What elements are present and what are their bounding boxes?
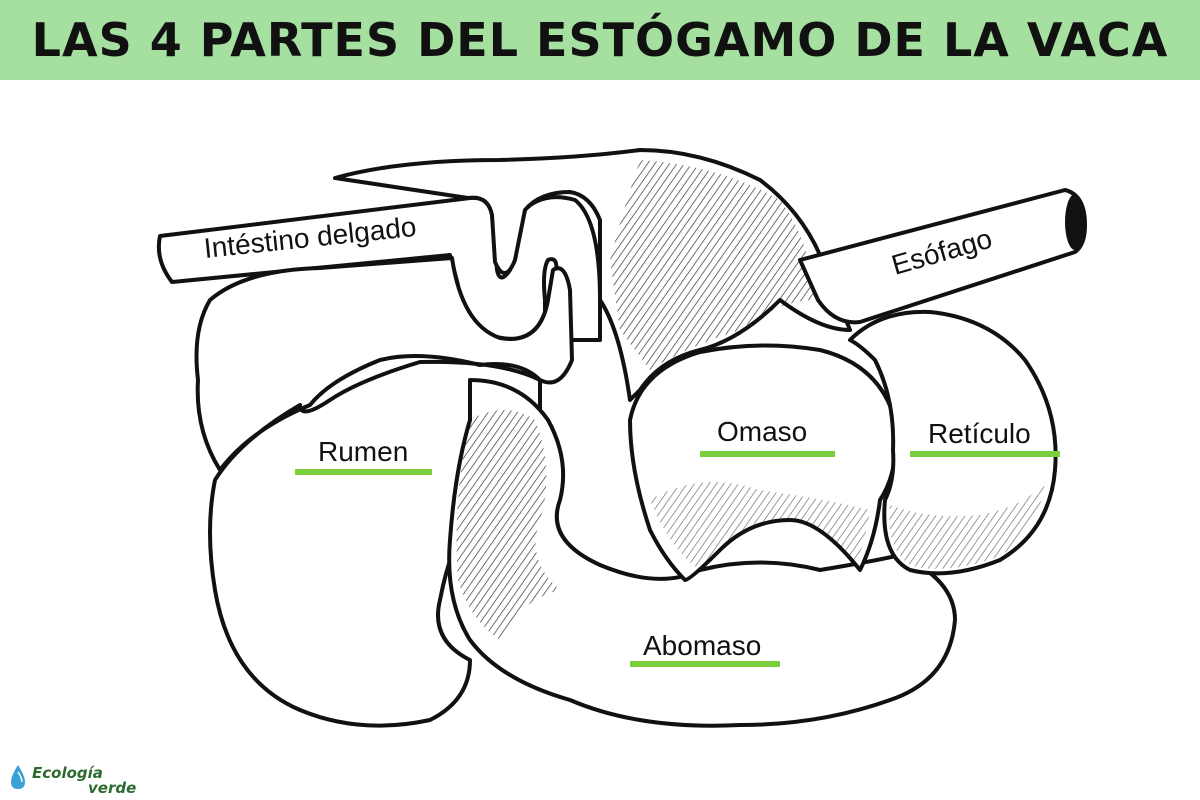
reticulo-shape <box>848 309 1058 576</box>
logo-text-ecologia: Ecología <box>32 764 103 782</box>
ecologia-verde-logo: Ecología verde <box>8 760 148 798</box>
label-omaso: Omaso <box>717 416 807 447</box>
abomaso-shape <box>447 378 957 728</box>
rumen-shape <box>194 256 574 728</box>
reticulo-shading <box>889 480 1045 569</box>
omaso-shading <box>650 482 870 570</box>
title-bar: LAS 4 PARTES DEL ESTÓGAMO DE LA VACA <box>0 0 1200 80</box>
logo-text-verde: verde <box>88 779 137 797</box>
abomaso-shading <box>456 410 560 640</box>
upper-shading <box>610 160 815 370</box>
water-drop-icon <box>11 765 25 789</box>
esophagus-opening <box>1065 194 1085 250</box>
label-reticulo: Retículo <box>928 418 1031 449</box>
label-abomaso: Abomaso <box>643 630 761 661</box>
label-rumen: Rumen <box>318 436 408 467</box>
page-title: LAS 4 PARTES DEL ESTÓGAMO DE LA VACA <box>31 13 1169 67</box>
